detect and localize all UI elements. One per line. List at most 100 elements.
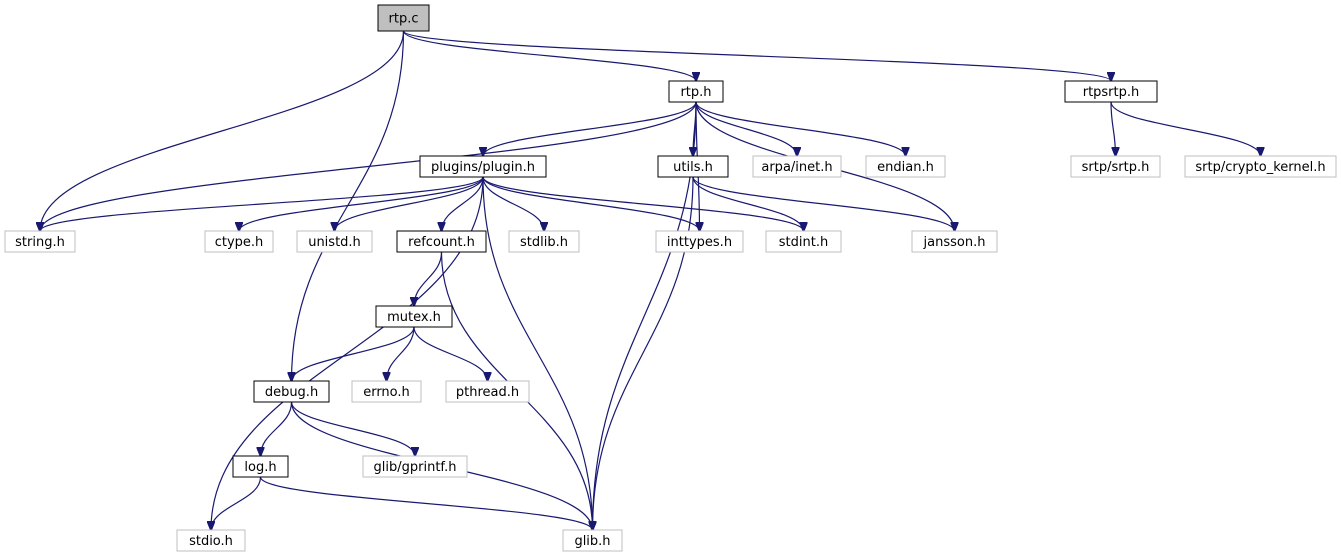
node-box	[911, 230, 998, 253]
edge-rtp-c-to-rtp-h	[402, 30, 697, 81]
node-label: stdint.h	[779, 235, 828, 250]
node-label: plugins/plugin.h	[431, 160, 535, 175]
node-endian-h: endian.h	[865, 155, 946, 178]
node-label: glib.h	[574, 534, 610, 549]
node-refcount-h[interactable]: refcount.h	[396, 230, 487, 253]
node-label: errno.h	[363, 385, 410, 400]
edge-plugin-h-to-glib-h	[482, 176, 593, 530]
node-jansson-h: jansson.h	[911, 230, 998, 253]
node-box[interactable]	[377, 4, 430, 32]
node-rtpsrtp-h[interactable]: rtpsrtp.h	[1064, 80, 1158, 103]
node-debug-h[interactable]: debug.h	[253, 380, 330, 403]
node-label: rtp.c	[389, 12, 419, 27]
node-box[interactable]	[657, 155, 729, 178]
node-rtp-h[interactable]: rtp.h	[668, 80, 724, 103]
node-label: refcount.h	[408, 235, 475, 250]
node-box	[204, 230, 274, 253]
node-label: string.h	[15, 235, 65, 250]
node-glib-gprintf-h: glib/gprintf.h	[362, 455, 468, 478]
edge-debug-h-to-glib-gprintf-h	[290, 401, 416, 456]
node-label: debug.h	[265, 385, 318, 400]
node-label: endian.h	[877, 160, 934, 175]
node-pthread-h: pthread.h	[445, 380, 530, 403]
edge-plugin-h-to-ctype-h	[239, 176, 484, 231]
node-utils-h[interactable]: utils.h	[657, 155, 729, 178]
node-box	[362, 455, 468, 478]
node-errno-h: errno.h	[351, 380, 422, 403]
edges-layer	[40, 30, 1261, 530]
node-box	[752, 155, 842, 178]
node-ctype-h: ctype.h	[204, 230, 274, 253]
edge-rtp-h-to-string-h	[40, 101, 697, 231]
node-box[interactable]	[253, 380, 330, 403]
node-box[interactable]	[375, 305, 453, 328]
node-box	[562, 529, 623, 552]
edge-rtpsrtp-h-to-srtp-crypto-h	[1110, 101, 1261, 156]
edge-plugin-h-to-inttypes-h	[482, 176, 700, 231]
node-box[interactable]	[232, 455, 289, 478]
node-box	[655, 230, 744, 253]
edge-plugin-h-to-stdlib-h	[482, 176, 544, 231]
node-box[interactable]	[668, 80, 724, 103]
node-string-h: string.h	[4, 230, 76, 253]
node-label: mutex.h	[387, 310, 441, 325]
edge-mutex-h-to-pthread-h	[413, 326, 488, 381]
node-box	[1184, 155, 1337, 178]
edge-mutex-h-to-debug-h	[292, 326, 415, 381]
node-log-h[interactable]: log.h	[232, 455, 289, 478]
node-plugin-h[interactable]: plugins/plugin.h	[419, 155, 547, 178]
node-label: jansson.h	[923, 235, 986, 250]
node-label: stdio.h	[189, 534, 233, 549]
node-label: log.h	[244, 460, 276, 475]
node-stdlib-h: stdlib.h	[508, 230, 580, 253]
edge-rtp-h-to-plugin-h	[483, 101, 697, 156]
edge-rtp-h-to-arpa-inet-h	[695, 101, 797, 156]
node-box	[865, 155, 946, 178]
edge-log-h-to-glib-h	[259, 476, 593, 530]
node-unistd-h: unistd.h	[296, 230, 373, 253]
edge-utils-h-to-stdint-h	[692, 176, 804, 231]
node-stdint-h: stdint.h	[765, 230, 842, 253]
edge-rtp-h-to-endian-h	[695, 101, 906, 156]
edge-rtpsrtp-h-to-srtp-srtp-h	[1110, 101, 1116, 156]
node-mutex-h[interactable]: mutex.h	[375, 305, 453, 328]
node-arpa-inet-h: arpa/inet.h	[752, 155, 842, 178]
node-label: utils.h	[673, 160, 713, 175]
node-glib-h: glib.h	[562, 529, 623, 552]
node-srtp-srtp-h: srtp/srtp.h	[1070, 155, 1161, 178]
node-box	[4, 230, 76, 253]
node-box[interactable]	[419, 155, 547, 178]
node-label: stdlib.h	[520, 235, 568, 250]
node-box	[445, 380, 530, 403]
node-box	[1070, 155, 1161, 178]
edge-utils-h-to-jansson-h	[692, 176, 955, 231]
node-box	[765, 230, 842, 253]
node-label: arpa/inet.h	[761, 160, 832, 175]
node-label: unistd.h	[308, 235, 361, 250]
edge-mutex-h-to-errno-h	[387, 326, 415, 381]
node-srtp-crypto-h: srtp/crypto_kernel.h	[1184, 155, 1337, 178]
node-label: rtpsrtp.h	[1083, 85, 1140, 100]
edge-rtp-c-to-string-h	[40, 30, 405, 231]
node-rtp-c[interactable]: rtp.c	[377, 4, 430, 32]
node-box	[176, 529, 246, 552]
node-box[interactable]	[396, 230, 487, 253]
node-box	[508, 230, 580, 253]
edge-debug-h-to-log-h	[261, 401, 293, 456]
edge-rtp-c-to-rtpsrtp-h	[402, 30, 1112, 81]
node-label: glib/gprintf.h	[374, 460, 457, 475]
node-label: pthread.h	[456, 385, 519, 400]
edge-plugin-h-to-stdint-h	[482, 176, 804, 231]
node-label: rtp.h	[680, 85, 711, 100]
node-label: inttypes.h	[667, 235, 732, 250]
node-label: ctype.h	[215, 235, 264, 250]
node-stdio-h: stdio.h	[176, 529, 246, 552]
edge-plugin-h-to-string-h	[40, 176, 484, 231]
node-box	[296, 230, 373, 253]
edge-refcount-h-to-mutex-h	[414, 251, 443, 306]
node-inttypes-h: inttypes.h	[655, 230, 744, 253]
node-box[interactable]	[1064, 80, 1158, 103]
edge-plugin-h-to-refcount-h	[442, 176, 484, 231]
node-label: srtp/srtp.h	[1082, 160, 1150, 175]
